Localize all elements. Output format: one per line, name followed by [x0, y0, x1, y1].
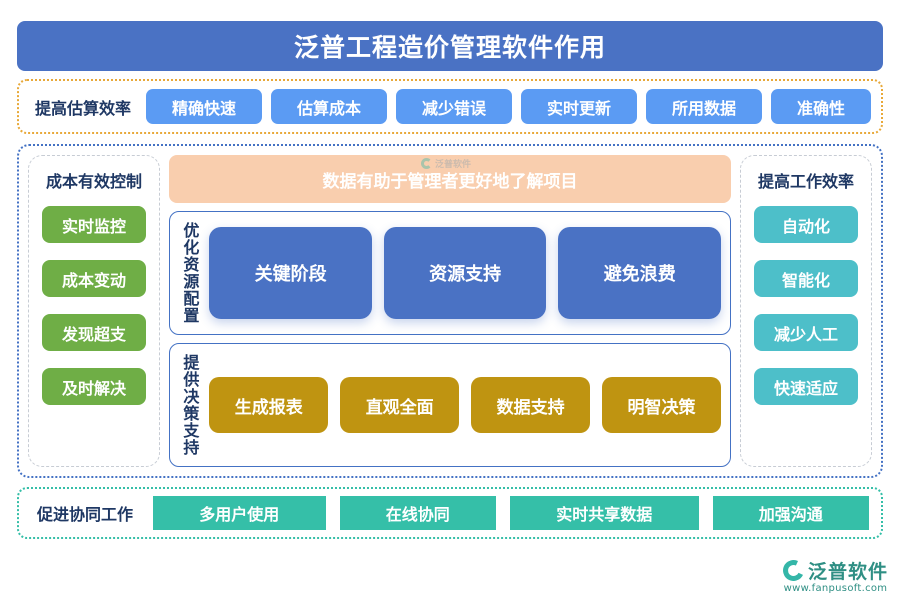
resource-optimization-group: 优化资源配置 关键阶段 资源支持 避免浪费 — [169, 211, 731, 335]
resource-optimization-item-0[interactable]: 关键阶段 — [209, 227, 372, 319]
work-efficiency-item-0[interactable]: 自动化 — [754, 206, 858, 243]
brand-logo: 泛普软件 www.fanpusoft.com — [780, 557, 888, 594]
cost-control-item-3[interactable]: 及时解决 — [42, 368, 146, 405]
estimation-tag-2[interactable]: 减少错误 — [396, 89, 513, 124]
brand-name: 泛普软件 — [807, 561, 888, 583]
resource-optimization-label: 优化资源配置 — [180, 222, 200, 324]
collaboration-label: 促进协同工作 — [37, 505, 134, 524]
decision-support-item-0[interactable]: 生成报表 — [209, 377, 329, 433]
cost-control-title: 成本有效控制 — [45, 172, 142, 191]
decision-support-label: 提供决策支持 — [180, 354, 200, 456]
brand-url: www.fanpusoft.com — [783, 583, 888, 594]
center-banner: 泛普软件 数据有助于管理者更好地了解项目 — [169, 155, 731, 203]
cost-control-item-2[interactable]: 发现超支 — [42, 314, 146, 351]
page-title-bar: 泛普工程造价管理软件作用 — [17, 21, 883, 71]
brand-ring-icon — [780, 557, 807, 584]
center-banner-text: 数据有助于管理者更好地了解项目 — [322, 171, 578, 192]
estimation-tag-5[interactable]: 准确性 — [771, 89, 872, 124]
cost-control-item-1[interactable]: 成本变动 — [42, 260, 146, 297]
estimation-tag-3[interactable]: 实时更新 — [521, 89, 638, 124]
estimation-efficiency-label: 提高估算效率 — [35, 98, 132, 118]
estimation-tag-1[interactable]: 估算成本 — [271, 89, 388, 124]
decision-support-item-2[interactable]: 数据支持 — [471, 377, 591, 433]
decision-support-items: 生成报表 直观全面 数据支持 明智决策 — [209, 351, 721, 459]
collaboration-tag-2[interactable]: 实时共享数据 — [510, 496, 699, 530]
brand-logo-main: 泛普软件 — [780, 557, 888, 584]
work-efficiency-item-1[interactable]: 智能化 — [754, 260, 858, 297]
work-efficiency-title: 提高工作效率 — [757, 172, 854, 191]
estimation-efficiency-row: 提高估算效率 精确快速 估算成本 减少错误 实时更新 所用数据 准确性 — [17, 79, 883, 134]
cost-control-list: 实时监控 成本变动 发现超支 及时解决 — [38, 206, 150, 405]
decision-support-item-3[interactable]: 明智决策 — [602, 377, 721, 433]
work-efficiency-panel: 提高工作效率 自动化 智能化 减少人工 快速适应 — [740, 155, 872, 467]
cost-control-panel: 成本有效控制 实时监控 成本变动 发现超支 及时解决 — [28, 155, 160, 467]
middle-section: 成本有效控制 实时监控 成本变动 发现超支 及时解决 泛普软件 数据有助于管理者… — [17, 144, 883, 478]
work-efficiency-list: 自动化 智能化 减少人工 快速适应 — [750, 206, 862, 405]
resource-optimization-item-2[interactable]: 避免浪费 — [558, 227, 721, 319]
collaboration-tag-0[interactable]: 多用户使用 — [153, 496, 326, 530]
collaboration-row: 促进协同工作 多用户使用 在线协同 实时共享数据 加强沟通 — [17, 487, 883, 539]
estimation-tag-4[interactable]: 所用数据 — [646, 89, 763, 124]
center-column: 泛普软件 数据有助于管理者更好地了解项目 优化资源配置 关键阶段 资源支持 避免… — [169, 155, 731, 467]
collaboration-tag-1[interactable]: 在线协同 — [339, 496, 497, 530]
estimation-tag-0[interactable]: 精确快速 — [146, 89, 263, 124]
page-title: 泛普工程造价管理软件作用 — [293, 33, 606, 62]
cost-control-item-0[interactable]: 实时监控 — [42, 206, 146, 243]
resource-optimization-items: 关键阶段 资源支持 避免浪费 — [209, 219, 721, 327]
decision-support-item-1[interactable]: 直观全面 — [340, 377, 460, 433]
decision-support-group: 提供决策支持 生成报表 直观全面 数据支持 明智决策 — [169, 343, 731, 467]
resource-optimization-item-1[interactable]: 资源支持 — [383, 227, 547, 319]
collaboration-tag-3[interactable]: 加强沟通 — [712, 496, 870, 530]
work-efficiency-item-3[interactable]: 快速适应 — [754, 368, 858, 405]
work-efficiency-item-2[interactable]: 减少人工 — [754, 314, 858, 351]
